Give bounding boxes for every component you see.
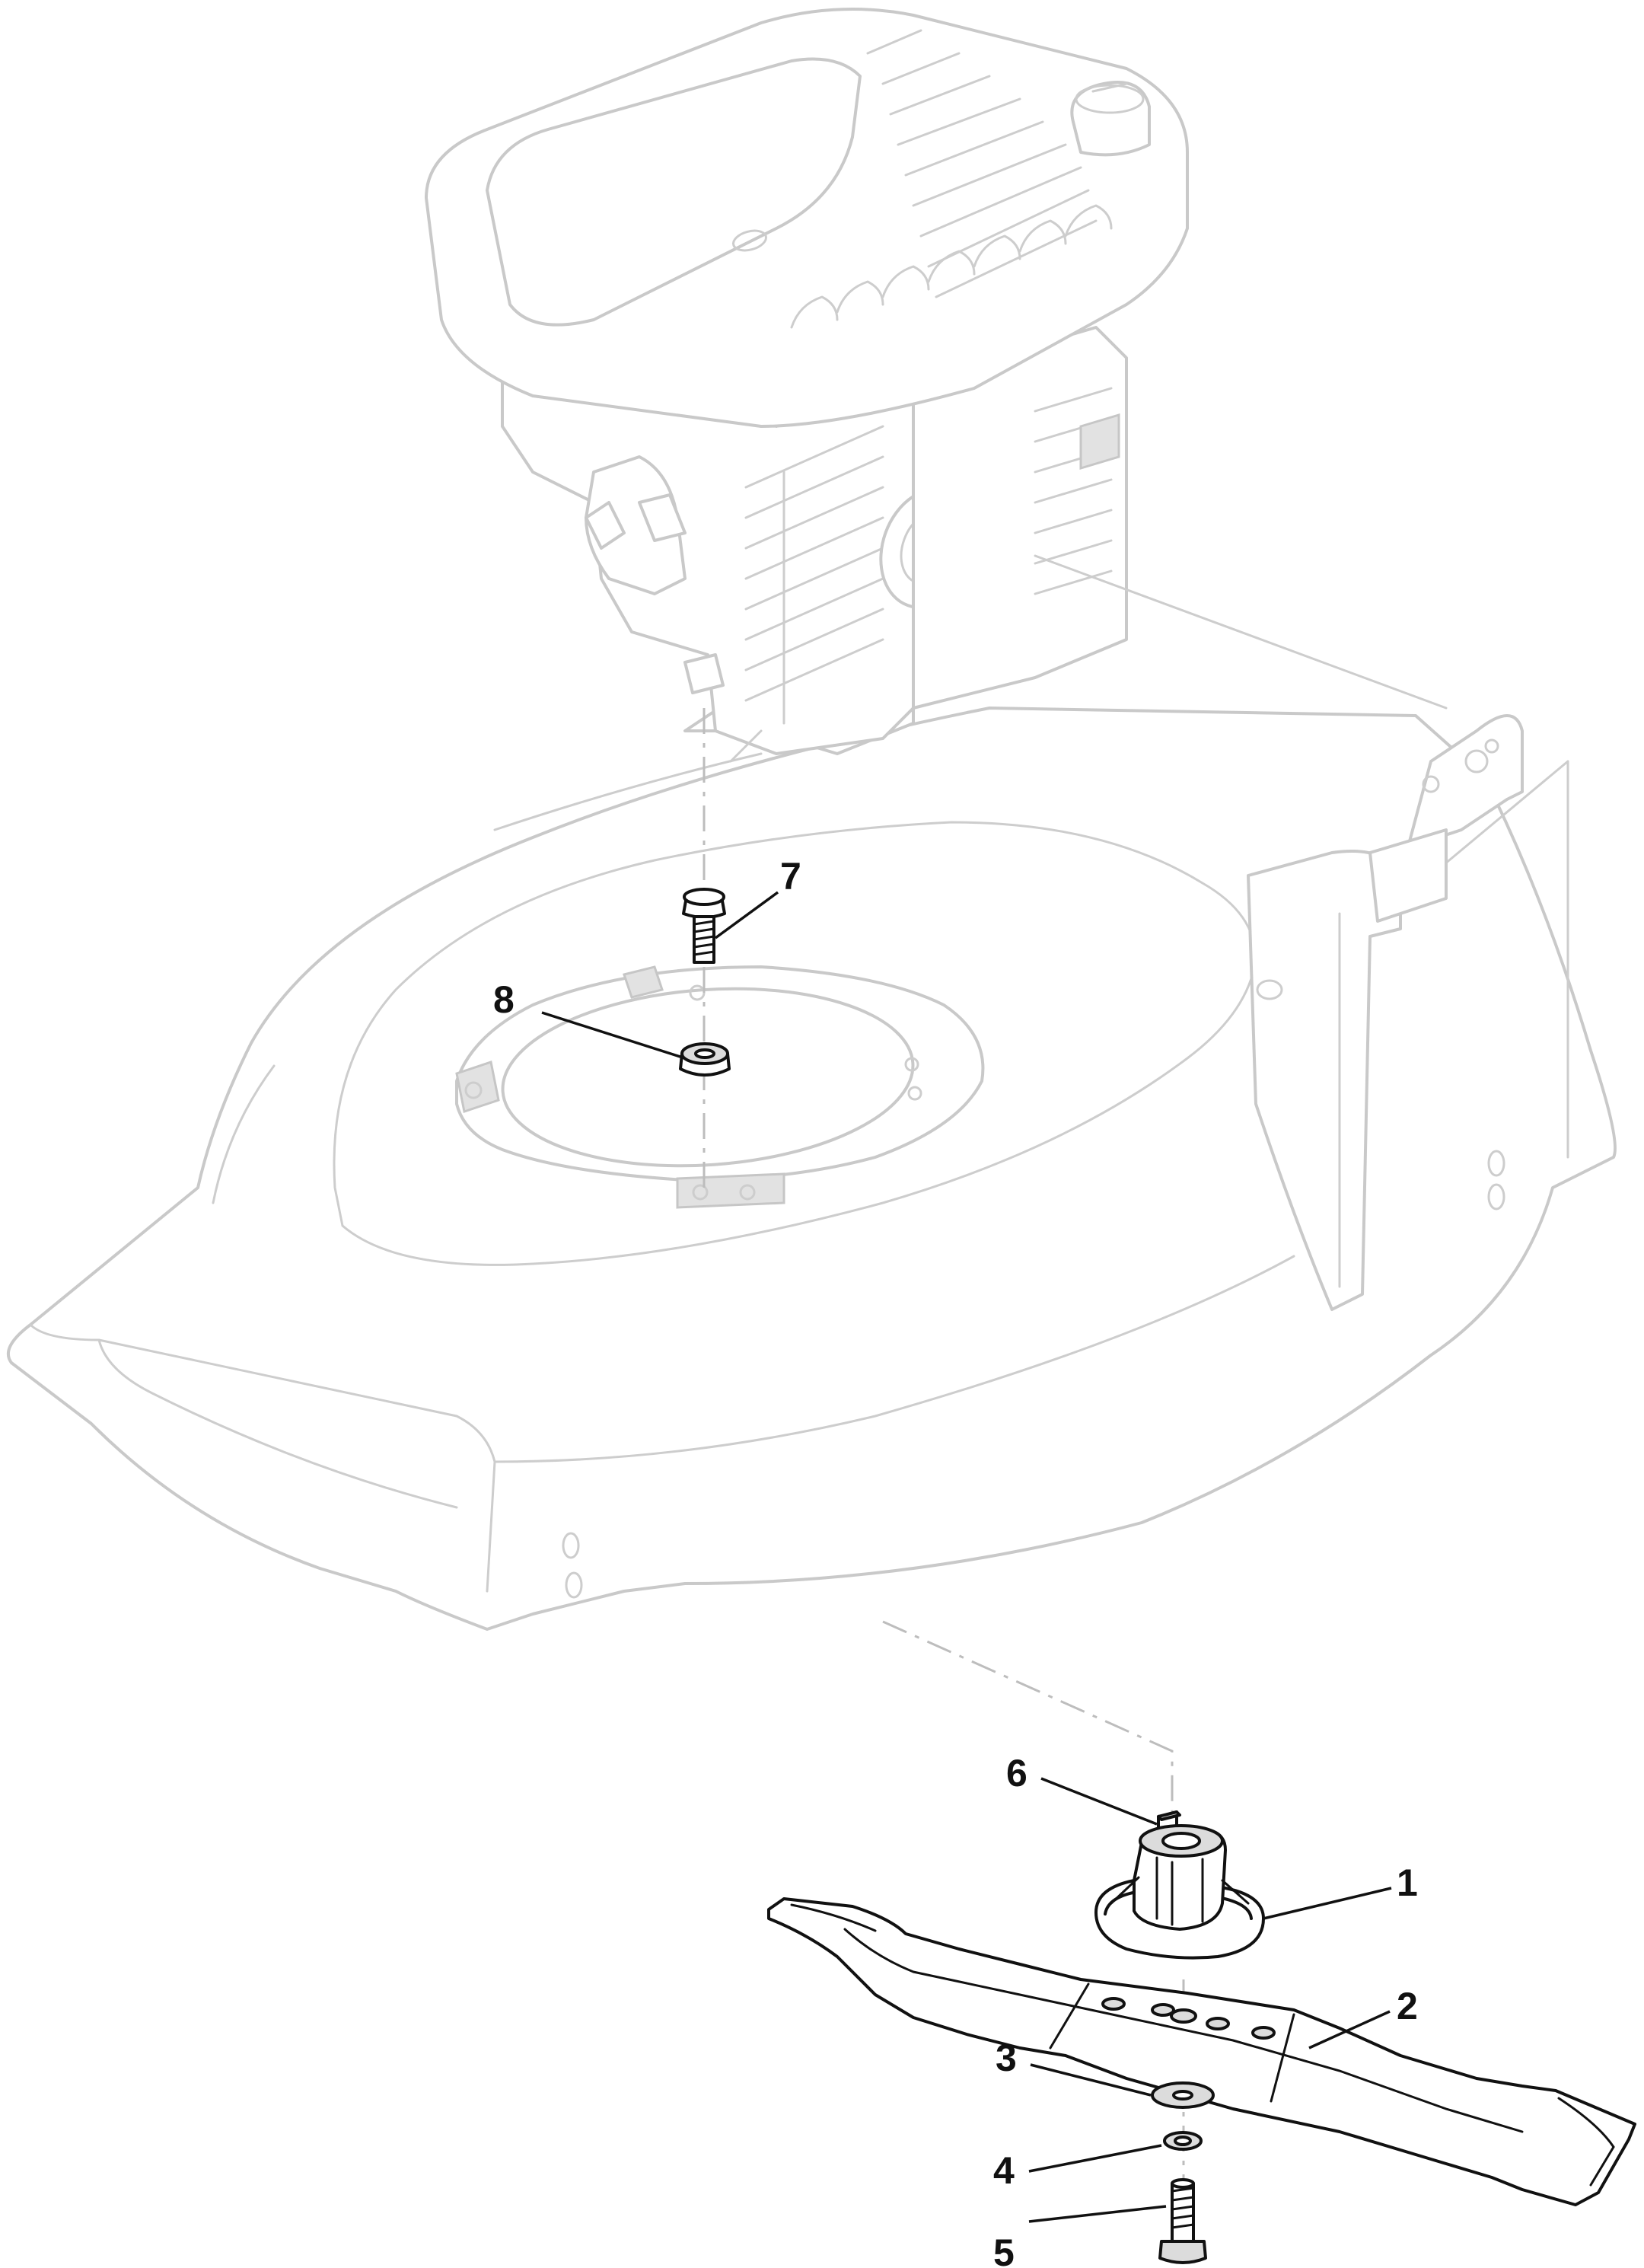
cutting-blade-part-2: [767, 1897, 1636, 2206]
callout-2: 2: [1397, 1985, 1418, 2027]
hex-nut-part-8: [679, 1042, 731, 1077]
callout-3: 3: [996, 2037, 1017, 2079]
engine: [425, 8, 1448, 831]
callout-1: 1: [1397, 1861, 1418, 1904]
leader-lines: [541, 891, 1392, 2223]
callout-4: 4: [993, 2149, 1015, 2192]
blade-bolt-part-5: [1158, 2178, 1207, 2264]
callout-8: 8: [493, 978, 515, 1021]
callout-7: 7: [780, 855, 801, 898]
deck-to-hub-axis: [882, 1620, 1174, 1858]
large-washer-part-3: [1151, 2081, 1215, 2109]
small-washer-part-4: [1163, 2131, 1203, 2151]
hex-bolt-part-7: [682, 888, 726, 964]
callout-5: 5: [993, 2231, 1015, 2268]
callouts: 7 8 6 1 2 3 4 5: [493, 855, 1418, 2268]
blade-hub-part-1: [1094, 1824, 1265, 1960]
mower-deck: [7, 707, 1617, 1631]
callout-6: 6: [1006, 1752, 1028, 1794]
